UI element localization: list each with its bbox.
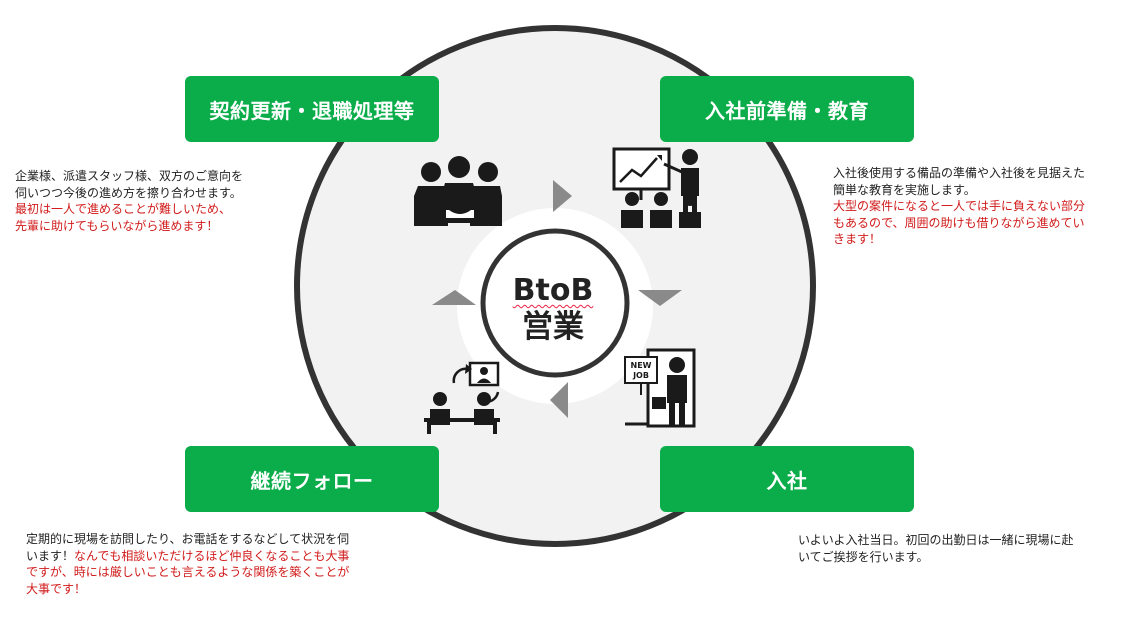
phase-box-contract: 契約更新・退職処理等 — [185, 76, 439, 142]
center-circle — [480, 228, 630, 378]
arrow-right-icon — [553, 180, 572, 212]
desc-emphasis-part: なんでも相談いただけるほど仲良くなることも大事 — [74, 548, 350, 563]
desc-emphasis-line: 大事です！ — [26, 581, 87, 596]
desc-emphasis-line: もあるので、周囲の助けも借りながら進めてい — [833, 215, 1085, 230]
desc-line: 伺いつつ今後の進め方を擦り合わせます。 — [15, 185, 242, 200]
center-title-line1: BtoB — [512, 272, 594, 308]
desc-contract: 企業様、派遣スタッフ様、双方のご意向を 伺いつつ今後の進め方を擦り合わせます。 … — [15, 168, 305, 234]
desc-emphasis-line: 大型の案件になると一人では手に負えない部分 — [833, 199, 1086, 213]
desc-emphasis-line: 先輩に助けてもらいながら進めます！ — [15, 218, 219, 233]
sign-text-job: JOB — [632, 371, 649, 380]
phase-box-join: 入社 — [660, 446, 914, 512]
center-title: BtoB 営業 — [478, 250, 628, 370]
desc-line-mixed: います！なんでも相談いただけるほど仲良くなることも大事 — [26, 548, 406, 565]
desc-line: 簡単な教育を実施します。 — [833, 182, 976, 197]
new-job-door-icon: NEW JOB — [624, 348, 696, 428]
sign-text-new: NEW — [631, 361, 652, 370]
handshake-people-icon — [414, 156, 502, 226]
desc-prep: 入社後使用する備品の準備や入社後を見据えた 簡単な教育を実施します。 大型の案件… — [833, 165, 1133, 248]
desc-line: いてご挨拶を行います。 — [798, 549, 929, 564]
presentation-training-icon — [612, 147, 701, 228]
desc-join: いよいよ入社当日。初回の出勤日は一緒に現場に赴 いてご挨拶を行います。 — [798, 532, 1138, 565]
desc-emphasis-line: 最初は一人で進めることが難しいため、 — [15, 202, 232, 216]
desc-emphasis-line: ですが、時には厳しいことも言えるような関係を築くことが — [26, 565, 350, 579]
desc-line: 企業様、派遣スタッフ様、双方のご意向を — [15, 169, 244, 183]
phase-box-follow: 継続フォロー — [185, 446, 439, 512]
desc-line: いよいよ入社当日。初回の出勤日は一緒に現場に赴 — [798, 533, 1074, 547]
desc-line: 入社後使用する備品の準備や入社後を見据えた — [833, 166, 1086, 180]
arrow-left-icon — [550, 382, 568, 418]
center-title-line2: 営業 — [522, 309, 584, 346]
arrow-up-icon — [432, 290, 476, 305]
desc-follow: 定期的に現場を訪問したり、お電話をするなどして状況を伺 います！なんでも相談いた… — [26, 531, 406, 597]
desc-plain-part: います！ — [26, 548, 75, 563]
phase-box-prep: 入社前準備・教育 — [660, 76, 914, 142]
desc-emphasis-line: きます！ — [833, 232, 882, 246]
arrow-down-icon — [638, 290, 682, 306]
desc-line: 定期的に現場を訪問したり、お電話をするなどして状況を伺 — [26, 532, 350, 546]
meeting-consultation-icon — [424, 361, 500, 434]
